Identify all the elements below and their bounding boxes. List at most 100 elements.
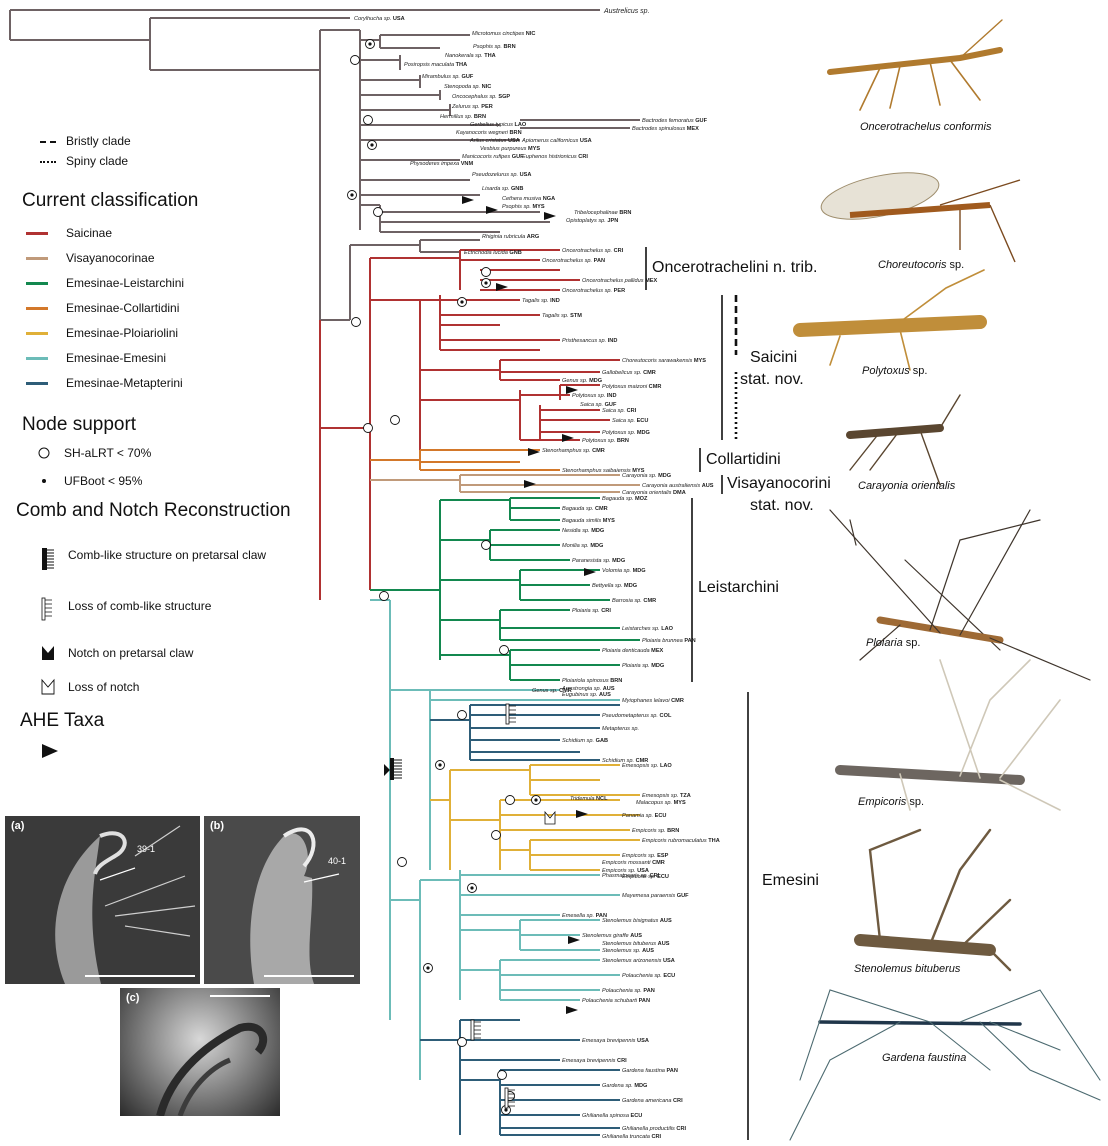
legend-support-heading: Node support xyxy=(22,414,136,436)
photo-carayonia xyxy=(850,395,960,485)
tip-label: Ghilianella truncata xyxy=(602,1134,650,1140)
claw-a-icon xyxy=(5,816,200,984)
svg-text:Nesidia sp. MDG: Nesidia sp. MDG xyxy=(562,528,604,534)
svg-text:Empicoris mossanti CMR: Empicoris mossanti CMR xyxy=(602,860,665,866)
tip-label: Polytoxus sp. xyxy=(602,430,635,436)
svg-text:Oncerotrachelus sp. CRI: Oncerotrachelus sp. CRI xyxy=(562,248,624,254)
svg-text:Psophis sp. MYS: Psophis sp. MYS xyxy=(502,204,545,210)
svg-text:Polytoxus sp. BRN: Polytoxus sp. BRN xyxy=(582,438,629,444)
svg-text:Pristhesancus sp. IND: Pristhesancus sp. IND xyxy=(562,338,617,344)
svg-text:Ghilianella spinosa ECU: Ghilianella spinosa ECU xyxy=(582,1113,642,1119)
tip-label: Bettyella sp. xyxy=(592,583,622,589)
tip-label: Myiophanes lelavoi xyxy=(622,698,670,704)
photo-polytoxus xyxy=(800,270,984,370)
svg-text:Nanokerala sp. THA: Nanokerala sp. THA xyxy=(445,53,496,59)
legend-uf: UFBoot < 95% xyxy=(64,474,142,488)
svg-text:Opistoplatys sp. JPN: Opistoplatys sp. JPN xyxy=(566,218,618,224)
svg-text:Tribelocephalinae BRN: Tribelocephalinae BRN xyxy=(574,210,631,216)
tip-label: Stenolemus giraffe xyxy=(582,933,629,939)
legend-comb-loss: Loss of comb-like structure xyxy=(68,599,211,613)
tip-label: Bactrodes spinulosus xyxy=(632,126,685,132)
tip-label: Bagauda sp. xyxy=(602,496,633,502)
claw-b-icon xyxy=(204,816,360,984)
svg-text:Tagalis sp. IND: Tagalis sp. IND xyxy=(522,298,560,304)
tip-label: Ectrichodia lucida xyxy=(464,250,508,256)
svg-text:Stenorhamphus sp. CMR: Stenorhamphus sp. CMR xyxy=(542,448,605,454)
tip-label: Gallobelicus sp. xyxy=(602,370,642,376)
svg-text:Microtomus cinctipes NIC: Microtomus cinctipes NIC xyxy=(472,31,535,37)
tip-label: Posiropsis maculata xyxy=(404,62,454,68)
tip-label: Ploiaria brunnea xyxy=(642,638,683,644)
tip-label: Schidium sp. xyxy=(562,738,594,744)
tip-label: Monilia sp. xyxy=(562,543,589,549)
tip-label: Polytoxus sp. xyxy=(582,438,615,444)
svg-text:Bagauda similis MYS: Bagauda similis MYS xyxy=(562,518,615,524)
svg-text:Pseudometapterus sp. COL: Pseudometapterus sp. COL xyxy=(602,713,672,719)
photo-caption: Polytoxus sp. xyxy=(862,365,927,377)
legend-item-saicinae: Saicinae xyxy=(26,226,112,240)
svg-text:Schidium sp. GAB: Schidium sp. GAB xyxy=(562,738,608,744)
photo-caption: Empicoris sp. xyxy=(858,796,924,808)
svg-text:Stenopoda sp. NIC: Stenopoda sp. NIC xyxy=(444,84,491,90)
svg-text:Gardena americana CRI: Gardena americana CRI xyxy=(622,1098,683,1104)
svg-text:Oncerotrachelus sp. PER: Oncerotrachelus sp. PER xyxy=(562,288,625,294)
tip-label: Emesella sp. xyxy=(562,913,594,919)
clade-label-collartidini: Collartidini xyxy=(706,451,781,469)
tip-label: Pseudometapterus sp. xyxy=(602,713,658,719)
swatch-icon xyxy=(26,307,48,310)
visayanocorinae-branches xyxy=(370,475,640,492)
tip-label: Ploiariola spinosus xyxy=(562,678,609,684)
tip-label: Polauchenia sp. xyxy=(622,973,662,979)
svg-text:Emesella sp. PAN: Emesella sp. PAN xyxy=(562,913,607,919)
tip-label: Physoderes impexa xyxy=(410,161,459,167)
tip-label: Oncerotrachelus sp. xyxy=(562,288,612,294)
svg-text:Kayanocoris wegneri BRN: Kayanocoris wegneri BRN xyxy=(456,130,522,136)
sem-panel-b: (b) 40-1 xyxy=(204,816,360,984)
svg-text:Barrosia sp. CMR: Barrosia sp. CMR xyxy=(612,598,656,604)
photo-caption: Choreutocoris sp. xyxy=(878,259,964,271)
photo-ploiaria xyxy=(830,510,1090,680)
swatch-icon xyxy=(26,332,48,335)
svg-text:Empicoris rubromaculatus THA: Empicoris rubromaculatus THA xyxy=(642,838,720,844)
sem-annotation-b: 40-1 xyxy=(328,856,346,866)
tip-label: Carayonia sp. xyxy=(622,473,657,479)
photo-caption: Ploiaria sp. xyxy=(866,637,920,649)
tip-label: Saica sp. xyxy=(602,408,625,414)
tip-label: Stenolemus bituberus xyxy=(602,941,656,947)
tip-label: Nanokerala sp. xyxy=(445,53,483,59)
tip-label: Stenorhamphus saibaiensis xyxy=(562,468,631,474)
tip-label: Rhiginia rubricula xyxy=(482,234,525,240)
sem-label-a: (a) xyxy=(11,820,24,832)
tip-label: Panamia sp. xyxy=(622,813,653,819)
svg-text:Volomia sp. MDG: Volomia sp. MDG xyxy=(602,568,646,574)
svg-text:Ectrichodia lucida GNB: Ectrichodia lucida GNB xyxy=(464,250,522,256)
legend-item-ploiariolini: Emesinae-Ploiariolini xyxy=(26,326,178,340)
tip-label: Oncocephalus sp. xyxy=(452,94,497,100)
tip-label: Bactrodes femoratus xyxy=(642,118,694,124)
photo-stenolemus xyxy=(860,830,1010,970)
tip-label: Gerbelius typicus xyxy=(470,122,513,128)
svg-text:Stenolemus sp. AUS: Stenolemus sp. AUS xyxy=(602,948,654,954)
sem-panel-c: (c) xyxy=(120,988,280,1116)
svg-text:Ploiaria sp. CRI: Ploiaria sp. CRI xyxy=(572,608,611,614)
svg-text:Saica sp. CRI: Saica sp. CRI xyxy=(602,408,637,414)
sem-annotation-a: 39-1 xyxy=(137,844,155,854)
svg-text:Tridemula NCL: Tridemula NCL xyxy=(570,796,608,802)
svg-text:Tagalis sp. STM: Tagalis sp. STM xyxy=(542,313,582,319)
ploiariolini-branches xyxy=(430,765,640,870)
svg-text:Panamia sp. ECU: Panamia sp. ECU xyxy=(622,813,666,819)
svg-text:Gardena sp. MDG: Gardena sp. MDG xyxy=(602,1083,647,1089)
svg-text:Ploiaria sp. MDG: Ploiaria sp. MDG xyxy=(622,663,664,669)
svg-text:Mayemesa paraensis GUF: Mayemesa paraensis GUF xyxy=(622,893,689,899)
svg-text:Zelurus sp. PER: Zelurus sp. PER xyxy=(451,104,493,110)
legend-notch: Notch on pretarsal claw xyxy=(68,646,193,660)
tip-label: Lisarda sp. xyxy=(482,186,509,192)
swatch-icon xyxy=(26,357,48,360)
tip-label: Bagauda similis xyxy=(562,518,601,524)
tip-label: Manicocoris rufipes xyxy=(462,154,510,160)
photo-gardena xyxy=(790,990,1100,1140)
svg-text:Ghilianella truncata CRI: Ghilianella truncata CRI xyxy=(602,1134,662,1140)
svg-text:Cethera musiva NGA: Cethera musiva NGA xyxy=(502,196,555,202)
svg-text:Stenolemus giraffe AUS: Stenolemus giraffe AUS xyxy=(582,933,642,939)
svg-text:Polauchenia sp. PAN: Polauchenia sp. PAN xyxy=(602,988,655,994)
